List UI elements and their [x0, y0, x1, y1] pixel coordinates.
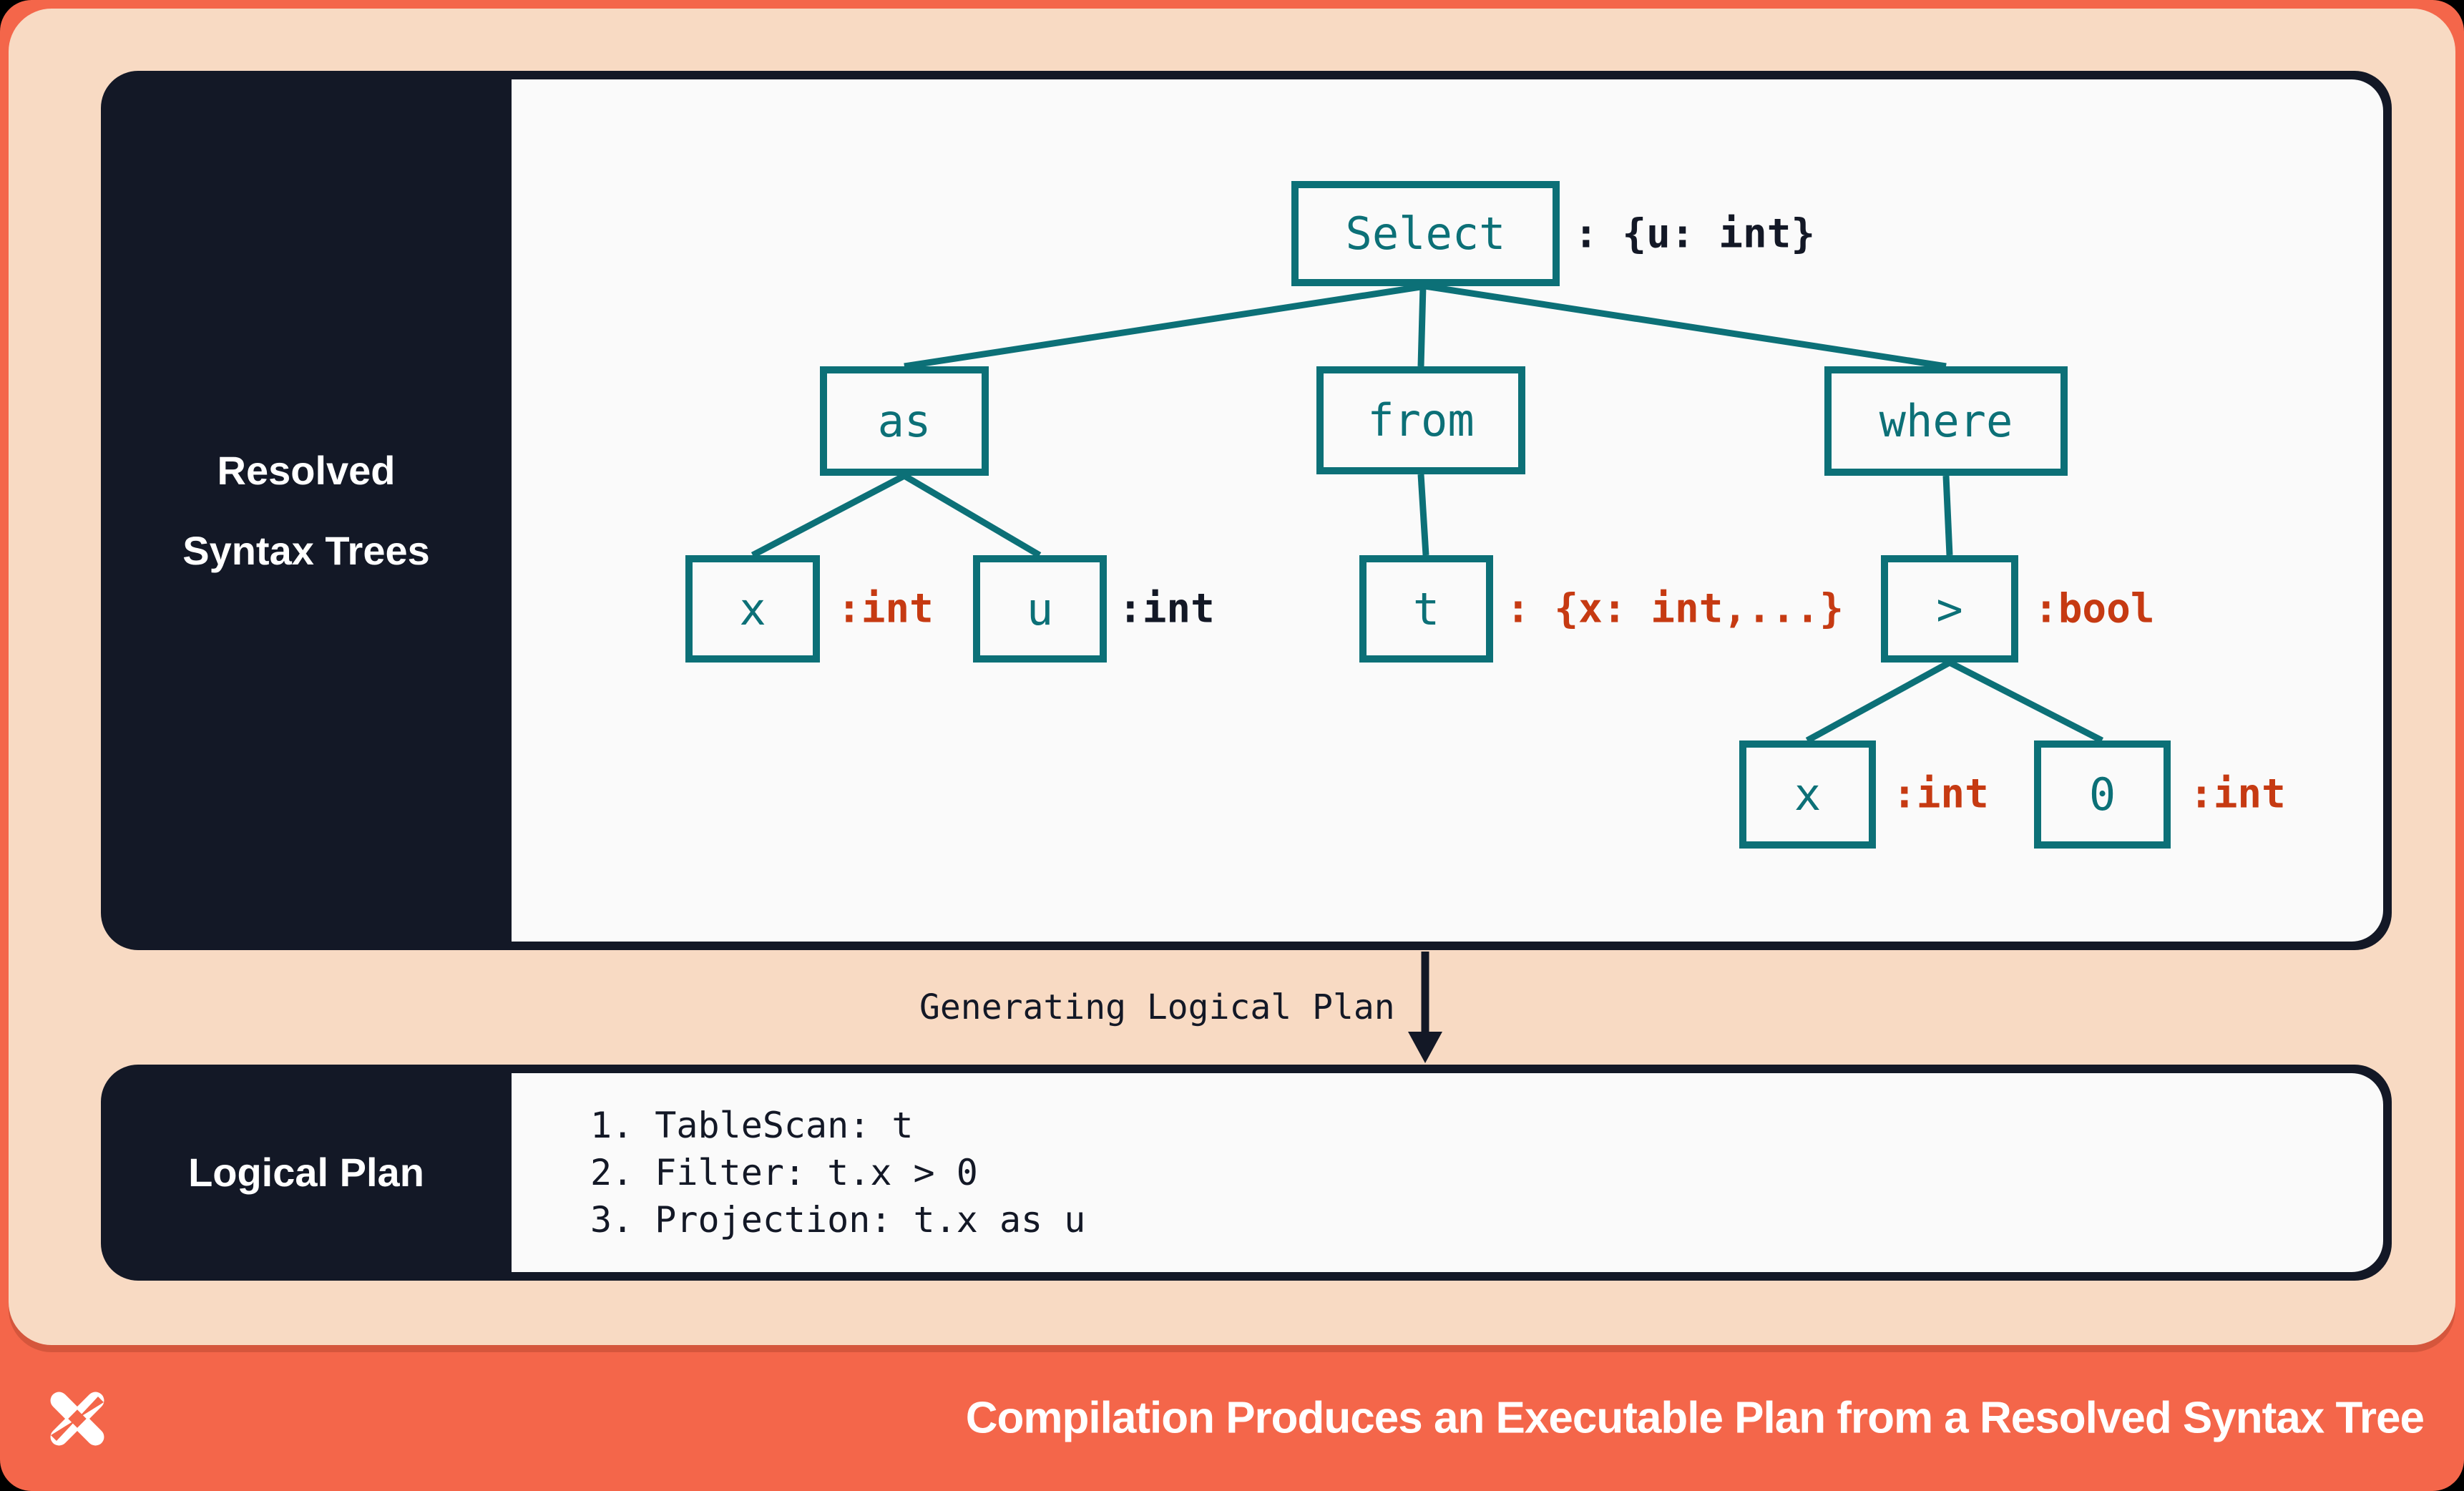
node-label: x	[739, 582, 766, 635]
tree-node-select: Select	[1291, 181, 1560, 286]
type-annotation-zero: :int	[2189, 771, 2286, 818]
node-label: from	[1367, 394, 1475, 446]
dolt-logo-icon	[50, 1392, 104, 1446]
tree-edges	[751, 283, 2104, 744]
type-annotation-u-alias: :int	[1118, 585, 1215, 632]
footer-title: Compilation Produces an Executable Plan …	[965, 1393, 2425, 1443]
node-label: >	[1936, 582, 1963, 635]
type-annotation-x-operand: :int	[1892, 771, 1989, 818]
node-label: where	[1879, 395, 2013, 447]
node-label: t	[1412, 582, 1440, 635]
syntax-tree-area: Select : {u: int} as from where x :int u…	[512, 79, 2383, 942]
type-annotation-greater-than: :bool	[2034, 585, 2155, 632]
logical-plan-steps: 1. TableScan: t 2. Filter: t.x > 0 3. Pr…	[512, 1073, 2383, 1272]
tree-node-from: from	[1316, 366, 1525, 474]
plan-step: 3. Projection: t.x as u	[590, 1199, 1086, 1241]
tree-node-where: where	[1824, 366, 2068, 476]
node-label: Select	[1345, 207, 1506, 260]
logical-plan-sidebar: Logical Plan	[101, 1065, 512, 1281]
node-label: 0	[2088, 768, 2116, 821]
resolved-syntax-trees-sidebar: Resolved Syntax Trees	[101, 71, 512, 950]
resolved-syntax-trees-panel: Resolved Syntax Trees Select	[101, 71, 2392, 950]
type-annotation-t-table: : {x: int,...}	[1506, 585, 1844, 632]
tree-node-zero: 0	[2034, 740, 2171, 849]
tree-node-x-alias: x	[685, 555, 820, 663]
type-annotation-x-alias: :int	[837, 585, 934, 632]
panel-title-line: Resolved	[217, 447, 396, 493]
tree-node-greater-than: >	[1881, 555, 2018, 663]
transition-label: Generating Logical Plan	[919, 987, 1395, 1027]
panel-title-line: Syntax Trees	[182, 527, 430, 573]
tree-node-u-alias: u	[973, 555, 1107, 663]
node-label: x	[1794, 768, 1822, 821]
tree-node-as: as	[820, 366, 989, 476]
type-annotation-select: : {u: int}	[1574, 210, 1816, 258]
plan-step: 1. TableScan: t	[590, 1105, 914, 1146]
node-label: u	[1026, 582, 1054, 635]
tree-node-t-table: t	[1359, 555, 1493, 663]
tree-node-x-operand: x	[1739, 740, 1876, 849]
plan-step: 2. Filter: t.x > 0	[590, 1152, 978, 1193]
logical-plan-panel: Logical Plan 1. TableScan: t 2. Filter: …	[101, 1065, 2392, 1281]
panel-title: Logical Plan	[188, 1150, 424, 1195]
down-arrow-icon	[1408, 952, 1442, 1063]
node-label: as	[877, 395, 932, 447]
